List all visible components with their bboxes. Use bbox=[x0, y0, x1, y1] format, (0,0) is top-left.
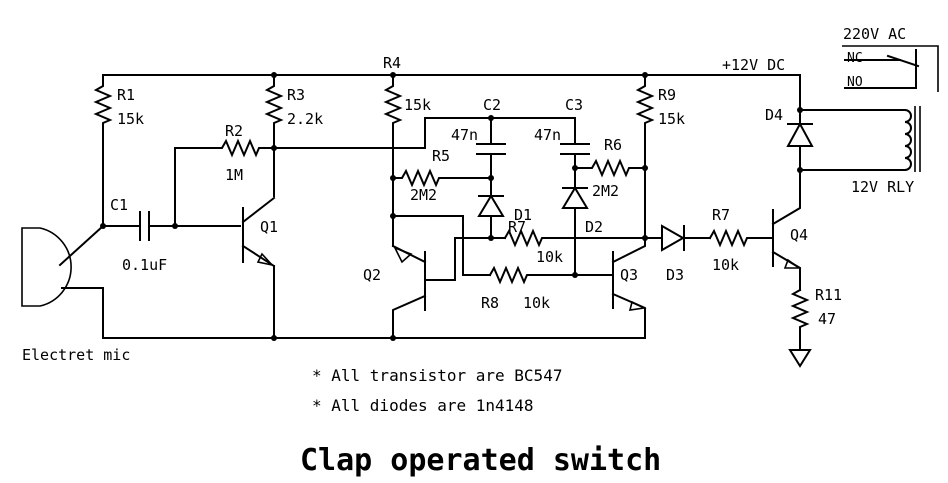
r9-ref: R9 bbox=[658, 86, 676, 104]
capacitor-c2 bbox=[476, 117, 506, 197]
capacitor-c1 bbox=[102, 211, 241, 241]
ground-rail bbox=[102, 287, 646, 339]
note-transistors: * All transistor are BC547 bbox=[312, 366, 562, 385]
r11-value: 47 bbox=[818, 310, 836, 328]
q4-ref: Q4 bbox=[790, 226, 808, 244]
r6-value: 2M2 bbox=[592, 182, 619, 200]
d3-ref: D3 bbox=[666, 266, 684, 284]
dc-label: +12V DC bbox=[722, 56, 785, 74]
r1-ref: R1 bbox=[117, 86, 135, 104]
r2-value: 1M bbox=[225, 166, 243, 184]
diode-d2 bbox=[561, 186, 589, 278]
crosscouple-wires bbox=[392, 215, 506, 281]
d4-ref: D4 bbox=[765, 106, 783, 124]
resistor-r1 bbox=[93, 74, 113, 229]
note-diodes: * All diodes are 1n4148 bbox=[312, 396, 534, 415]
c1-value: 0.1uF bbox=[122, 256, 167, 274]
resistor-r7-upper bbox=[503, 228, 646, 248]
no-label: NO bbox=[847, 75, 863, 90]
supply-rail bbox=[102, 74, 906, 171]
q1-ref: Q1 bbox=[260, 218, 278, 236]
resistor-r5 bbox=[392, 168, 492, 188]
r7b-ref: R7 bbox=[712, 206, 730, 224]
q2-ref: Q2 bbox=[363, 266, 381, 284]
r8-value: 10k bbox=[523, 294, 550, 312]
c2-ref: C2 bbox=[483, 96, 501, 114]
r1-value: 15k bbox=[117, 110, 144, 128]
r3-ref: R3 bbox=[287, 86, 305, 104]
transistor-q1 bbox=[241, 196, 277, 341]
r5-ref: R5 bbox=[432, 147, 450, 165]
transistor-q3 bbox=[611, 237, 647, 339]
r2-ref: R2 bbox=[225, 122, 243, 140]
r5-value: 2M2 bbox=[410, 186, 437, 204]
c3-ref: C3 bbox=[565, 96, 583, 114]
r8-ref: R8 bbox=[481, 294, 499, 312]
mic-label: Electret mic bbox=[22, 346, 130, 364]
r4-ref: R4 bbox=[383, 54, 401, 72]
resistor-r11 bbox=[790, 288, 810, 349]
resistor-r9 bbox=[635, 72, 655, 241]
resistor-r4 bbox=[383, 72, 403, 247]
q3-ref: Q3 bbox=[620, 266, 638, 284]
r11-ref: R11 bbox=[815, 286, 842, 304]
diode-d1 bbox=[477, 194, 505, 241]
nc-label: NC bbox=[847, 51, 863, 66]
electret-mic bbox=[21, 224, 105, 307]
r7a-ref: R7 bbox=[508, 218, 526, 236]
relay-coil bbox=[903, 106, 921, 172]
diode-d3 bbox=[644, 224, 711, 252]
c1-ref: C1 bbox=[110, 196, 128, 214]
transistor-q2 bbox=[390, 244, 427, 341]
diode-d4 bbox=[786, 107, 814, 173]
relay-label: 12V RLY bbox=[851, 178, 914, 196]
resistor-r6 bbox=[574, 158, 648, 178]
r3-value: 2.2k bbox=[287, 110, 323, 128]
resistor-r8 bbox=[488, 265, 614, 285]
capacitor-c3 bbox=[560, 117, 590, 189]
r7a-value: 10k bbox=[536, 248, 563, 266]
resistor-r3 bbox=[264, 72, 284, 197]
r6-ref: R6 bbox=[604, 136, 622, 154]
ground-symbol bbox=[788, 349, 812, 368]
labels: 220V AC NC NO +12V DC 12V RLY R1 15k R2 … bbox=[22, 25, 914, 478]
r7b-value: 10k bbox=[712, 256, 739, 274]
r4-value: 15k bbox=[404, 96, 431, 114]
r9-value: 15k bbox=[658, 110, 685, 128]
resistor-r7-lower bbox=[708, 228, 774, 248]
diagram-title: Clap operated switch bbox=[300, 443, 661, 478]
transistor-q4 bbox=[771, 169, 802, 291]
d2-ref: D2 bbox=[585, 218, 603, 236]
relay-contacts bbox=[842, 45, 939, 92]
c3-value: 47n bbox=[534, 126, 561, 144]
d1-ref: D1 bbox=[514, 206, 532, 224]
ac-label: 220V AC bbox=[843, 25, 906, 43]
c2-value: 47n bbox=[451, 126, 478, 144]
